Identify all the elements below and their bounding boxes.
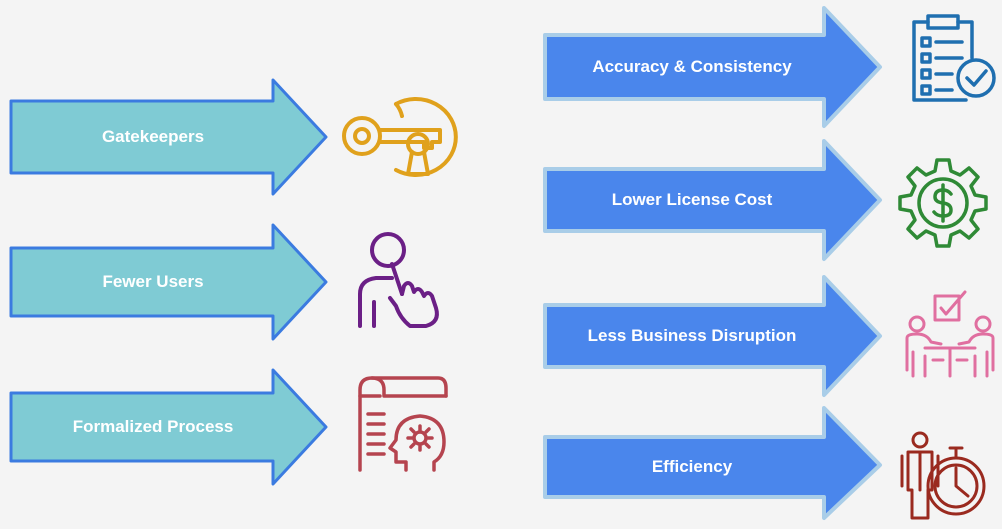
arrow-efficiency: Efficiency	[542, 405, 882, 529]
user-pointing-icon	[356, 230, 446, 330]
arrow-gatekeepers: Gatekeepers	[8, 76, 328, 198]
key-lock-icon	[340, 94, 458, 178]
formalized-process-label: Formalized Process	[72, 417, 234, 436]
arrow-accuracy-consistency: Accuracy & Consistency	[542, 5, 882, 129]
gear-dollar-icon	[890, 154, 996, 260]
document-gear-head-icon	[350, 374, 450, 474]
lower-license-cost-label: Lower License Cost	[611, 190, 773, 209]
arrow-less-business-disruption: Less Business Disruption	[542, 274, 882, 398]
gatekeepers-label: Gatekeepers	[101, 127, 205, 146]
accuracy-consistency-label: Accuracy & Consistency	[592, 57, 792, 76]
meeting-icon	[903, 290, 999, 382]
arrow-lower-license-cost: Lower License Cost	[542, 138, 882, 262]
less-business-disruption-label: Less Business Disruption	[587, 326, 797, 345]
fewer-users-label: Fewer Users	[102, 272, 204, 291]
person-stopwatch-icon	[894, 430, 990, 522]
arrow-formalized-process: Formalized Process	[8, 366, 328, 488]
arrow-fewer-users: Fewer Users	[8, 221, 328, 343]
checklist-icon	[908, 12, 998, 106]
efficiency-label: Efficiency	[651, 457, 733, 476]
